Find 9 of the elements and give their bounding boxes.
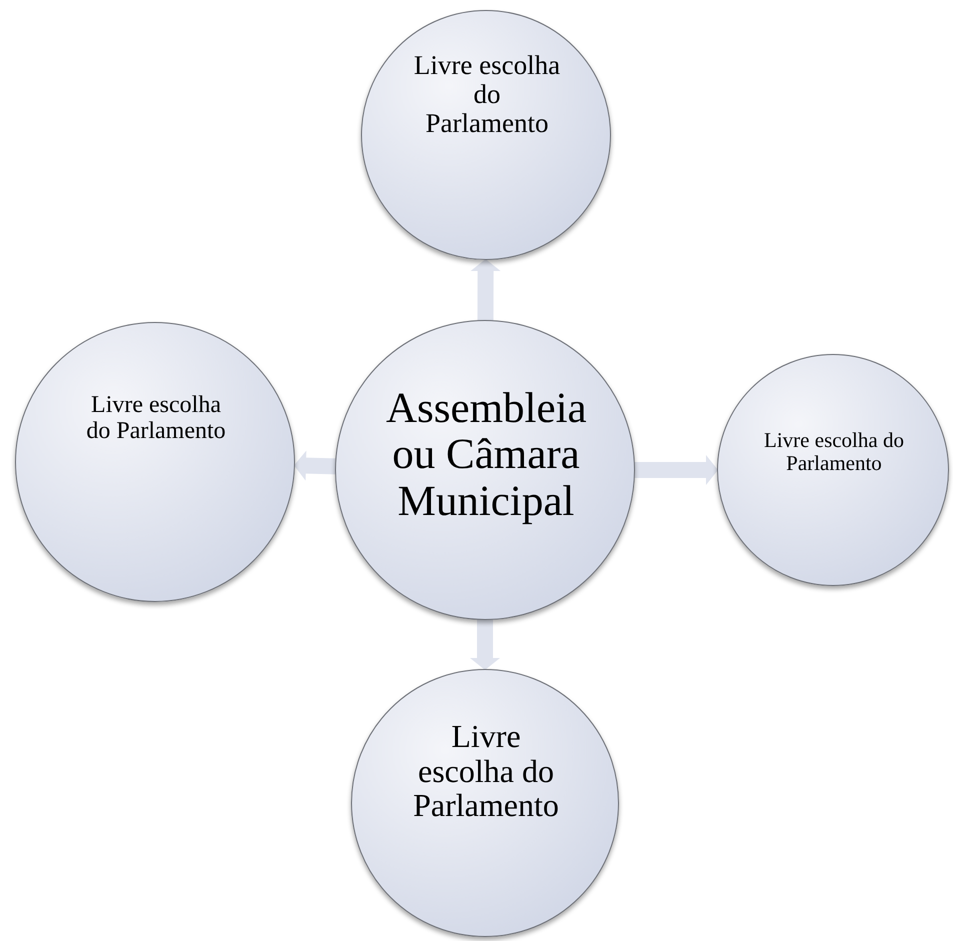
block-arrow <box>294 450 336 481</box>
node-label: Livre escolha do Parlamento <box>412 51 562 138</box>
block-arrow <box>470 259 501 322</box>
node-label: Livre escolha do Parlamento <box>412 719 560 823</box>
block-arrow <box>634 455 718 485</box>
block-arrow <box>470 619 500 670</box>
node-label: Livre escolha do Parlamento <box>86 393 226 445</box>
node-label: Assembleia ou Câmara Municipal <box>386 386 586 526</box>
node-label: Livre escolha do Parlamento <box>763 429 905 474</box>
